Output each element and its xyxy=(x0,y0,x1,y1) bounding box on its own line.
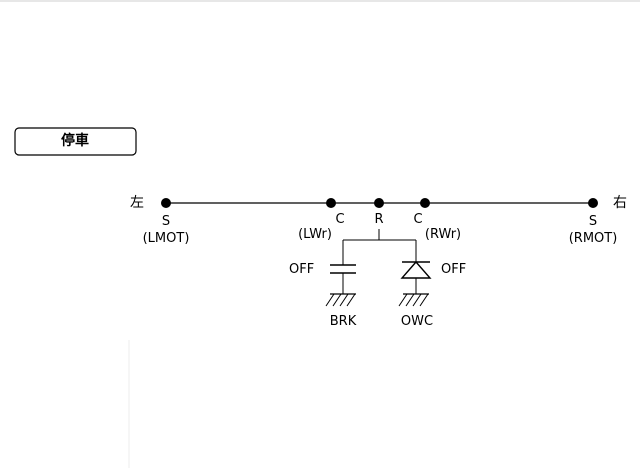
left-wheel-name: (LWr) xyxy=(298,227,332,243)
left-motor-name: (LMOT) xyxy=(143,231,190,247)
brake-state: OFF xyxy=(289,262,314,278)
right-motor-name: (RMOT) xyxy=(569,231,618,247)
brake-name: BRK xyxy=(330,314,356,330)
node-left-wheel xyxy=(326,198,336,208)
right-wheel-name: (RWr) xyxy=(425,227,461,243)
node-left-motor xyxy=(161,198,171,208)
node-ring xyxy=(374,198,384,208)
right-side-label: 右 xyxy=(613,195,627,211)
left-side-label: 左 xyxy=(130,195,144,211)
owc-triangle xyxy=(402,262,430,278)
brake-ground-icon xyxy=(326,294,356,306)
left-motor-type: S xyxy=(162,214,170,230)
owc-state: OFF xyxy=(441,262,466,278)
left-wheel-type: C xyxy=(335,212,344,228)
mode-label: 停車 xyxy=(61,133,89,149)
node-right-wheel xyxy=(420,198,430,208)
right-motor-type: S xyxy=(589,214,597,230)
ring-type: R xyxy=(374,212,383,228)
right-wheel-type: C xyxy=(413,212,422,228)
node-right-motor xyxy=(588,198,598,208)
owc-name: OWC xyxy=(401,314,433,330)
owc-ground-icon xyxy=(399,294,429,306)
